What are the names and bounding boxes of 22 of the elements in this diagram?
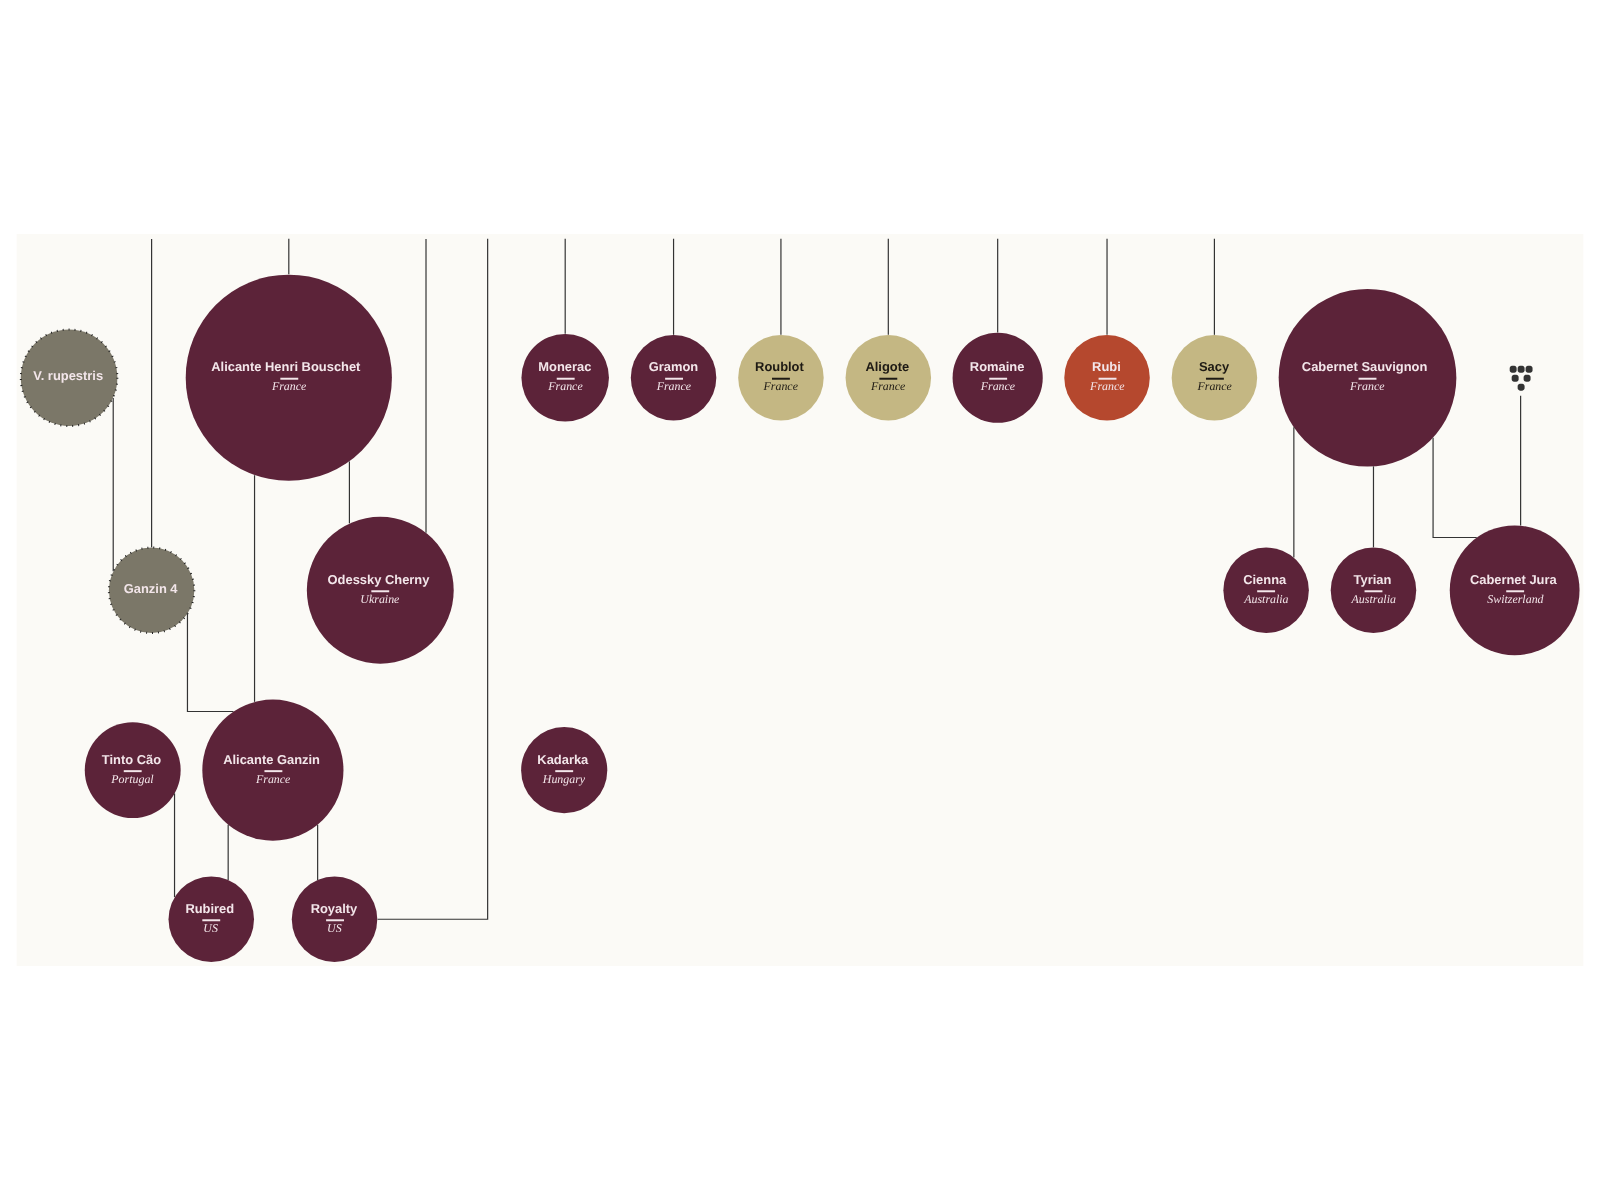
- connector: [348, 460, 350, 524]
- connector: [1520, 395, 1522, 527]
- connector: [1432, 437, 1478, 539]
- connector: [377, 238, 489, 920]
- connector: [887, 238, 889, 336]
- connector: [227, 824, 229, 881]
- connector: [151, 238, 153, 548]
- connector: [112, 397, 114, 572]
- connector: [186, 613, 235, 713]
- connector: [317, 824, 319, 881]
- connector: [672, 238, 675, 336]
- connector: [997, 238, 999, 334]
- connector: [288, 238, 290, 275]
- connector: [1372, 465, 1375, 548]
- connector: [1213, 238, 1215, 336]
- connector: [564, 238, 566, 335]
- connector: [1293, 426, 1295, 559]
- connector: [1106, 238, 1108, 336]
- connector: [173, 792, 176, 898]
- connector: [253, 474, 256, 703]
- connector: [780, 238, 782, 336]
- connector: [425, 238, 427, 534]
